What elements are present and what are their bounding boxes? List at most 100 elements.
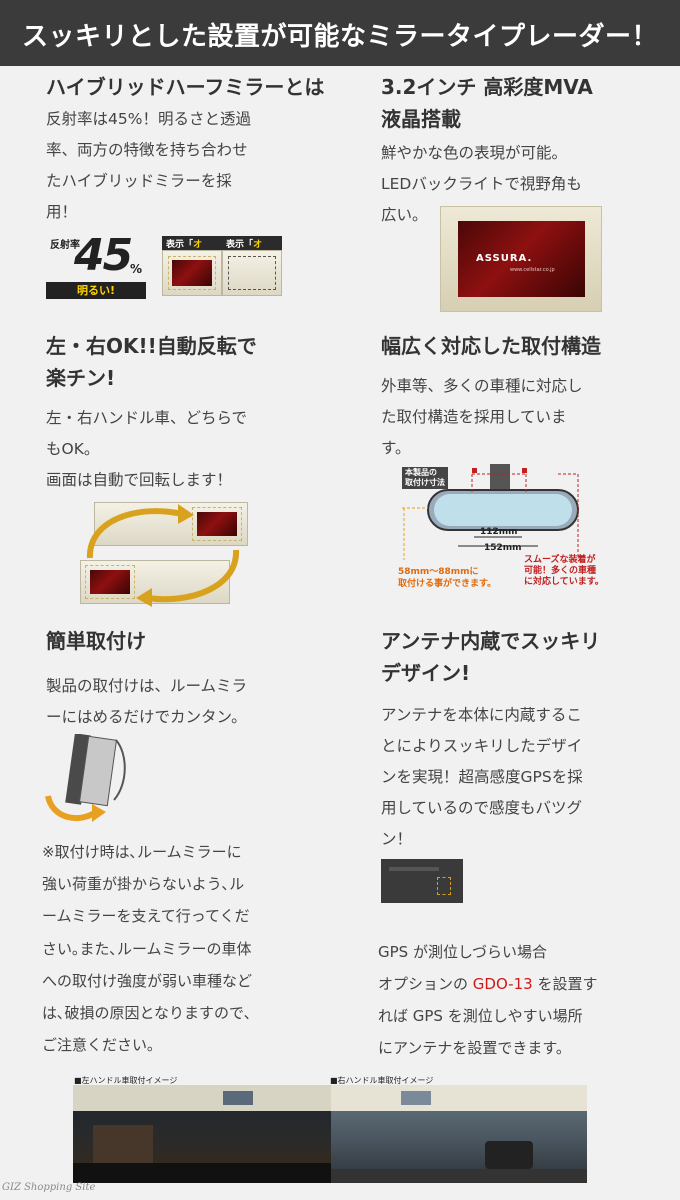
tag-line: 取付け寸法 [405, 478, 445, 487]
mount-dimension-diagram: 本製品の 取付け寸法 112mm 152mm 58mm～88mmに 取付ける事が… [398, 464, 612, 594]
antenna-description: アンテナを本体に内蔵するこ とによりスッキリしたデザイ ンを実現！超高感度GPS… [381, 700, 583, 855]
auto-rotate-heading: 左・右OK!!自動反転で 楽チン! [46, 330, 257, 394]
header-banner: スッキリとした設置が可能なミラータイプレーダー！ [0, 0, 680, 66]
banner-title: スッキリとした設置が可能なミラータイプレーダー！ [21, 22, 658, 52]
note-line: スムーズな装着が [524, 555, 596, 565]
text-line: ーにはめるだけでカンタン。 [46, 708, 247, 726]
left-hand-drive-photo [73, 1085, 331, 1183]
dashboard [73, 1163, 331, 1183]
mirror-image [222, 250, 282, 296]
text-line: 反射率は45%！明るさと透過 [46, 110, 251, 128]
display-outline [228, 256, 276, 290]
badge-note: 明るい! [46, 282, 146, 299]
badge-unit: % [130, 262, 143, 276]
building-lights [93, 1125, 153, 1165]
text-line: 左・右ハンドル車、どちらで [46, 409, 248, 427]
heading-line: アンテナ内蔵でスッキリ [381, 629, 601, 653]
display-on-illustration: 表示「オン」 [162, 236, 222, 300]
mount-structure-heading: 幅広く対応した取付構造 [381, 334, 601, 358]
text-line: もOK。 [46, 440, 100, 458]
text-line: 製品の取付けは、ルームミラ [46, 677, 248, 695]
text-line: LEDバックライトで視野角も [381, 175, 582, 193]
antenna-location-marker [437, 877, 451, 895]
display-outline [85, 565, 135, 599]
display-screen [90, 570, 130, 594]
mount-structure-description: 外車等、多くの車種に対応し た取付構造を採用していま す。 [381, 371, 583, 464]
text-line: ンを実現！超高感度GPSを採 [381, 768, 583, 786]
screen-brand-logo: ASSURA. [476, 253, 533, 264]
display-off-illustration: 表示「オフ」 [222, 236, 282, 300]
text-line: 広い。 [381, 206, 428, 224]
mirror-display [223, 1091, 253, 1105]
text-line: 用しているので感度もバツグ [381, 799, 583, 817]
left-photo-caption: ■左ハンドル車取付イメージ [74, 1076, 178, 1085]
option-model-name: GDO-13 [472, 975, 533, 993]
road [331, 1169, 587, 1183]
auto-rotate-illustration [78, 500, 250, 610]
heading-line: デザイン! [381, 661, 471, 685]
text-line: ン！ [381, 830, 413, 848]
auto-rotate-description: 左・右ハンドル車、どちらで もOK。 画面は自動で回転します！ [46, 403, 247, 496]
display-screen [197, 512, 237, 536]
gps-option-note: GPS が測位しづらい場合 オプションの GDO-13 を設置す れば GPS … [378, 936, 597, 1064]
display-outline [168, 256, 216, 290]
lcd-description: 鮮やかな色の表現が可能。 LEDバックライトで視野角も 広い。 [381, 138, 582, 231]
note-line: 取付ける事ができます。 [398, 579, 497, 589]
clip-on-install-icon [45, 734, 126, 822]
badge-label: 反射率 [50, 240, 80, 251]
mount-size-tag: 本製品の 取付け寸法 [402, 467, 448, 489]
note-line: 58mm～88mmに [398, 567, 479, 577]
site-watermark: GIZ Shopping Site [2, 1182, 96, 1193]
display-outline [192, 507, 242, 541]
text-line: 用！ [46, 203, 78, 221]
text-line: とによりスッキリしたデザイ [381, 737, 583, 755]
text-line: ※取付け時は､ルームミラーに [42, 843, 242, 861]
lcd-screen: ASSURA. www.cellstar.co.jp [458, 221, 585, 297]
hybrid-mirror-heading: ハイブリッドハーフミラーとは [46, 75, 325, 99]
text-line: 強い荷重が掛からないよう､ル [42, 875, 245, 894]
note-line: に対応しています。 [524, 577, 604, 587]
antenna-photo [381, 859, 463, 903]
vent-grille [389, 867, 439, 871]
tag-line: 本製品の [405, 468, 437, 477]
text-span: オプションの [378, 975, 473, 993]
display-screen [172, 260, 212, 286]
mount-diagram-icon [402, 464, 579, 560]
reflectance-badge: 反射率 45 % 明るい! [46, 230, 146, 300]
text-line: れば GPS を測位しやすい場所 [378, 1007, 583, 1025]
mirror-display [401, 1091, 431, 1105]
compatibility-note: スムーズな装着が 可能！多くの車種 に対応しています。 [524, 555, 604, 588]
text-line: ームミラーを支えて行ってくだ [42, 907, 250, 926]
text-line: す。 [381, 439, 411, 457]
text-line: GPS が測位しづらい場合 [378, 943, 548, 961]
mount-range-note: 58mm～88mmに 取付ける事ができます。 [398, 566, 496, 590]
text-line: 画面は自動で回転します！ [46, 471, 233, 489]
heading-line: 3.2インチ 高彩度MVA [381, 75, 593, 99]
text-line: た取付構造を採用していま [381, 408, 567, 426]
heading-line: 左・右OK!!自動反転で [46, 334, 257, 358]
text-span: を設置す [532, 975, 598, 993]
text-line: さい｡また､ルームミラーの車体 [42, 939, 252, 958]
text-line: 率、両方の特徴を持ち合わせ [46, 141, 248, 159]
heading-line: 液晶搭載 [381, 107, 461, 131]
text-line: たハイブリッドミラーを採 [46, 172, 232, 190]
text-line: は､破損の原因となりますので､ [42, 1004, 252, 1023]
text-line: ご注意ください｡ [42, 1036, 155, 1055]
hybrid-mirror-description: 反射率は45%！明るさと透過 率、両方の特徴を持ち合わせ たハイブリッドミラーを… [46, 104, 251, 228]
lcd-heading: 3.2インチ 高彩度MVA 液晶搭載 [381, 71, 593, 135]
note-line: 可能！多くの車種 [524, 566, 597, 576]
inner-dimension-label: 112mm [480, 527, 518, 537]
rotate-arrows-icon [86, 504, 240, 607]
right-hand-drive-photo [331, 1085, 587, 1183]
install-caution-note: ※取付け時は､ルームミラーに 強い荷重が掛からないよう､ル ームミラーを支えて行… [42, 836, 252, 1061]
windshield-mirror [331, 1085, 587, 1111]
heading-line: 楽チン! [46, 366, 116, 390]
text-line: アンテナを本体に内蔵するこ [381, 706, 582, 724]
text-line: への取付け強度が弱い車種など [42, 971, 253, 990]
right-photo-caption: ■右ハンドル車取付イメージ [330, 1076, 434, 1085]
antenna-heading: アンテナ内蔵でスッキリ デザイン! [381, 625, 600, 689]
easy-install-description: 製品の取付けは、ルームミラ ーにはめるだけでカンタン。 [46, 671, 247, 733]
outer-dimension-label: 152mm [484, 543, 522, 553]
text-line: 外車等、多くの車種に対応し [381, 377, 583, 395]
badge-value: 45 [74, 230, 133, 281]
